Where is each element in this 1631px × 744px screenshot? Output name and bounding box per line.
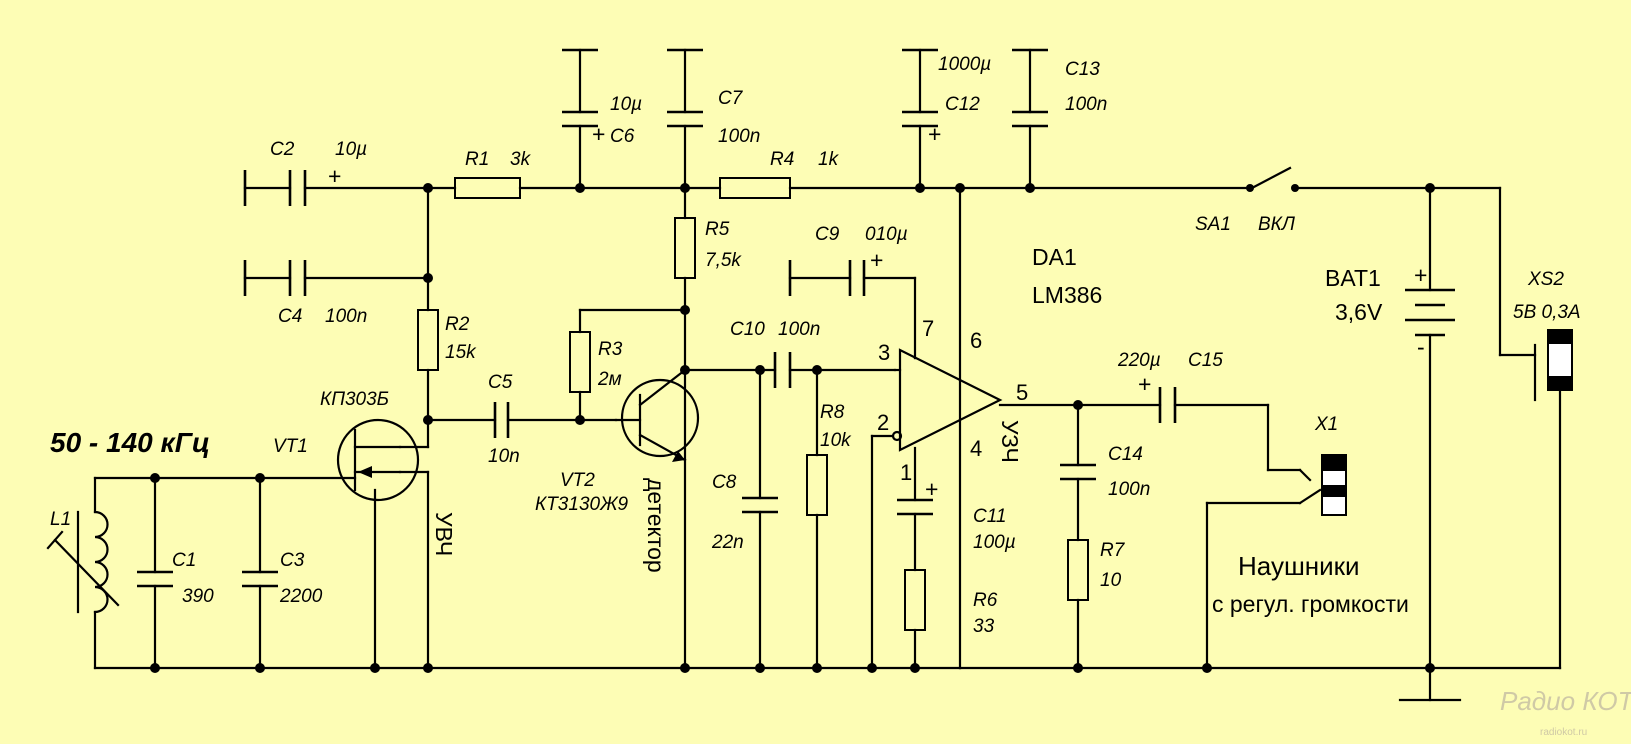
c12-ref: C12 (945, 94, 980, 115)
c6-ref: C6 (610, 126, 635, 147)
da1-part: LM386 (1032, 282, 1102, 308)
r3-ref: R3 (598, 339, 623, 360)
r5-ref: R5 (705, 219, 730, 240)
sa1-ref: SA1 (1195, 214, 1231, 235)
c14-value: 100n (1108, 479, 1150, 500)
xs2-ref: XS2 (1527, 269, 1564, 290)
resistor-symbols (417, 177, 1089, 631)
vt1-part: КП303Б (320, 389, 389, 410)
junction-dots (150, 183, 1435, 673)
r6-value: 33 (973, 616, 995, 637)
c5-ref: C5 (488, 372, 513, 393)
headphones-subtitle: с регул. громкости (1212, 591, 1409, 617)
headphones-title: Наушники (1238, 551, 1360, 581)
c8-value: 22n (711, 532, 744, 553)
stage-label-uhf: УВЧ (431, 512, 457, 556)
r6-ref: R6 (973, 590, 998, 611)
xs2-rating: 5В 0,3А (1513, 302, 1581, 323)
c3-value: 2200 (279, 586, 323, 607)
c13-value: 100n (1065, 94, 1107, 115)
da1-pin-6: 6 (970, 328, 982, 353)
r8-ref: R8 (820, 402, 845, 423)
labels: 50 - 140 кГц C2 10µ C4 100n R1 3k R2 15k… (50, 54, 1581, 637)
r2-ref: R2 (445, 314, 470, 335)
c15-ref: C15 (1188, 350, 1223, 371)
c14-ref: C14 (1108, 444, 1143, 465)
vt2-ref: VT2 (560, 470, 595, 491)
r2-value: 15k (445, 342, 477, 363)
c5-value: 10n (488, 446, 520, 467)
da1-pin-5: 5 (1016, 380, 1028, 405)
vt1-ref: VT1 (273, 436, 308, 457)
c1-value: 390 (182, 586, 214, 607)
r1-value: 3k (510, 149, 532, 170)
c10-value: 100n (778, 319, 820, 340)
c1-ref: C1 (172, 550, 196, 571)
polarity-marks: + + + + + + + - (328, 121, 1427, 502)
r8-value: 10k (820, 430, 852, 451)
svg-text:-: - (1417, 334, 1425, 360)
svg-text:Радио КОТ: Радио КОТ (1500, 686, 1631, 716)
da1-pin-3: 3 (878, 340, 890, 365)
vt2-part: КТ3130Ж9 (535, 494, 628, 515)
bat1-ref: BAT1 (1325, 265, 1381, 291)
svg-text:+: + (1414, 262, 1427, 288)
c11-value: 100µ (973, 532, 1016, 553)
radiokot-watermark: Радио КОТ radiokot.ru (1500, 686, 1631, 738)
wires (93, 48, 1562, 702)
c13-ref: C13 (1065, 59, 1100, 80)
svg-text:+: + (328, 163, 341, 189)
da1-pin-2: 2 (877, 410, 889, 435)
svg-text:+: + (1138, 371, 1151, 397)
r5-value: 7,5k (705, 250, 742, 271)
c2-ref: C2 (270, 139, 295, 160)
da1-pin-7: 7 (922, 316, 934, 341)
r4-value: 1k (818, 149, 840, 170)
c3-ref: C3 (280, 550, 305, 571)
frequency-range-label: 50 - 140 кГц (50, 427, 210, 458)
r1-ref: R1 (465, 149, 489, 170)
stage-label-detector: детектор (643, 478, 669, 573)
battery-bat1-symbol (1405, 288, 1455, 337)
x1-jack-symbol (1321, 454, 1347, 516)
capacitor-symbols (137, 48, 1177, 588)
da1-amplifier-symbol (891, 348, 1003, 452)
vt1-fet-symbol (336, 418, 420, 502)
stage-label-af: УЗЧ (997, 420, 1023, 463)
x1-ref: X1 (1314, 414, 1338, 435)
da1-ref: DA1 (1032, 244, 1077, 270)
c9-value: 010µ (865, 224, 908, 245)
r7-value: 10 (1100, 570, 1122, 591)
c12-value: 1000µ (938, 54, 991, 75)
svg-text:radiokot.ru: radiokot.ru (1540, 727, 1587, 738)
l1-ref: L1 (50, 509, 71, 530)
bat1-value: 3,6V (1335, 299, 1383, 325)
svg-text:+: + (870, 247, 883, 273)
c4-value: 100n (325, 306, 367, 327)
c4-ref: C4 (278, 306, 302, 327)
da1-pin-4: 4 (970, 436, 982, 461)
c15-value: 220µ (1117, 350, 1161, 371)
c7-ref: C7 (718, 88, 744, 109)
c9-ref: C9 (815, 224, 840, 245)
svg-text:+: + (592, 121, 605, 147)
svg-text:+: + (925, 476, 938, 502)
r3-value: 2м (597, 369, 622, 390)
inductor-l1 (46, 510, 120, 614)
c8-ref: C8 (712, 472, 737, 493)
c2-value: 10µ (335, 139, 367, 160)
svg-text:+: + (928, 121, 941, 147)
sa1-label: ВКЛ (1258, 214, 1296, 235)
c6-value: 10µ (610, 94, 642, 115)
vt2-bjt-symbol (614, 368, 700, 462)
xs2-socket-symbol (1547, 329, 1573, 391)
c7-value: 100n (718, 126, 760, 147)
c11-ref: C11 (973, 506, 1006, 527)
c10-ref: C10 (730, 319, 765, 340)
r4-ref: R4 (770, 149, 794, 170)
r7-ref: R7 (1100, 540, 1126, 561)
da1-pin-1: 1 (900, 460, 912, 485)
